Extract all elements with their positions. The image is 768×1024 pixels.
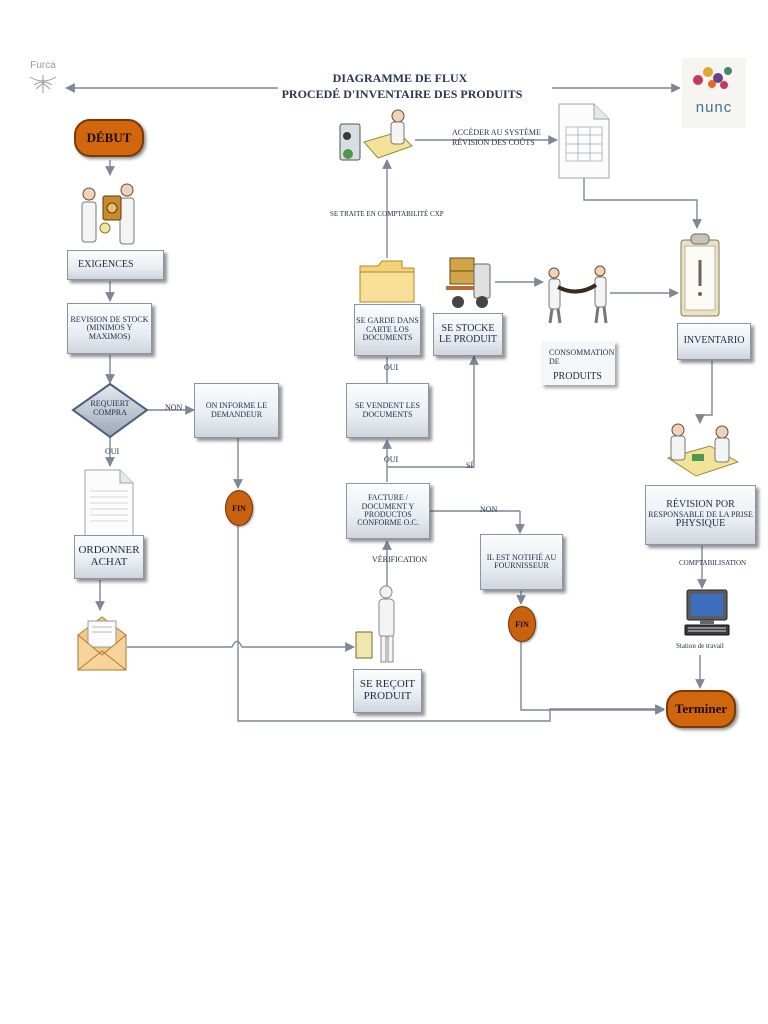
node-exigences: EXIGENCES <box>67 250 164 280</box>
edge-label-verification: VÉRIFICATION <box>372 555 428 564</box>
revision-por-line2: RESPONSABLE DE LA PRISE <box>648 509 753 519</box>
review-meeting-icon <box>666 423 740 477</box>
decision-diamond-shape <box>71 382 149 439</box>
garde-line3: DOCUMENTS <box>362 333 413 343</box>
logo-right-text: nunc <box>695 99 733 116</box>
informe-line2: DEMANDEUR <box>210 409 263 419</box>
node-facture: FACTURE / DOCUMENT Y PRODUCTOS CONFORME … <box>346 483 430 539</box>
node-se-vendent: SE VENDENT LES DOCUMENTS <box>346 383 429 438</box>
node-revision-stock: REVISION DE STOCK (MINIMOS Y MAXIMOS) <box>67 303 152 354</box>
facture-line2: DOCUMENT Y <box>361 501 415 511</box>
logo-left: Furca <box>26 60 60 102</box>
stocke-line2: LE PRODUIT <box>438 333 498 345</box>
facture-line3: PRODUCTOS <box>364 510 412 519</box>
edge-label-non-2: NON <box>480 505 498 514</box>
ordonner-line1: ORDONNER <box>78 544 140 557</box>
vendent-line2: DOCUMENTS <box>362 409 413 419</box>
edge-label-non-1: NON <box>165 403 183 412</box>
edge-label-si: SÍ <box>466 461 474 470</box>
node-se-recoit: SE REÇOIT PRODUIT <box>353 669 422 713</box>
folder-icon <box>359 260 415 303</box>
exigences-label: EXIGENCES <box>78 258 134 270</box>
workers-carrying-icon <box>548 265 608 324</box>
clipboard-icon <box>680 233 720 317</box>
edge-sheet-clipboard <box>583 178 702 229</box>
admin-desk-icon <box>339 109 413 161</box>
computer-workstation-icon <box>684 589 730 636</box>
end-fin-2: FIN <box>508 606 536 642</box>
revision-por-line3: PHYSIQUE <box>675 518 726 530</box>
garde-line1: SE GARDE DANS <box>356 316 419 326</box>
vendent-line1: SE VENDENT LES <box>354 401 421 411</box>
edge-envelope-recoit <box>127 640 355 652</box>
inventario-label: INVENTARIO <box>683 335 745 347</box>
revision-por-line1: RÉVISION POR <box>666 499 735 511</box>
edge-fin-terminer <box>237 524 665 722</box>
node-se-stocke: SE STOCKE LE PRODUIT <box>433 313 503 356</box>
forklift-icon <box>446 257 491 308</box>
recoit-line1: SE REÇOIT <box>359 678 416 691</box>
stocke-line1: SE STOCKE <box>441 323 495 334</box>
start-terminal: DÉBUT <box>74 119 144 157</box>
notifie-line1: IL EST NOTIFIÉ AU <box>486 552 557 562</box>
logo-right: nunc <box>682 58 746 128</box>
consommation-line2: PRODUITS <box>553 371 602 382</box>
root-logo-icon <box>29 75 57 93</box>
logo-left-text: Furca <box>30 60 56 71</box>
edge-inventario-review <box>695 361 713 424</box>
node-notifie-fournisseur: IL EST NOTIFIÉ AU FOURNISSEUR <box>480 534 563 590</box>
node-consommation: CONSOMMATION DE PRODUITS <box>541 341 615 385</box>
revision-stock-line2: (MINIMOS Y MAXIMOS) <box>86 323 133 341</box>
consommation-line1: CONSOMMATION DE <box>549 348 615 366</box>
diagram-title-line1: DIAGRAMME DE FLUX <box>332 71 468 85</box>
node-inventario: INVENTARIO <box>677 323 751 360</box>
edge-label-oui-1: OUI <box>105 447 120 456</box>
recoit-line2: PRODUIT <box>363 690 412 702</box>
edge-facture-stocke <box>387 355 479 468</box>
ordonner-line2: ACHAT <box>90 556 128 568</box>
node-revision-por: RÉVISION POR RESPONSABLE DE LA PRISE PHY… <box>645 485 756 545</box>
computer-station-label: Station de travail <box>676 642 724 650</box>
node-informe-demandeur: ON INFORME LE DEMANDEUR <box>194 383 279 438</box>
facture-line1: FACTURE / <box>367 493 409 503</box>
diagram-title-line2: PROCEDÉ D'INVENTAIRE DES PRODUITS <box>281 87 523 101</box>
document-icon <box>84 469 134 539</box>
edge-label-oui-3: OUI <box>384 455 399 464</box>
envelope-icon <box>77 616 127 671</box>
receiving-person-icon <box>355 585 395 663</box>
facture-line4: CONFORME O.C. <box>357 518 419 528</box>
node-ordonner-achat: ORDONNER ACHAT <box>74 535 144 579</box>
edge-fin2-terminer <box>520 642 665 715</box>
revision-stock-line1: REVISION DE STOCK <box>70 314 149 324</box>
edge-label-acceder-l1: ACCÉDER AU SYSTÈME <box>452 128 541 137</box>
edge-label-acceder-l2: RÉVISION DES COÛTS <box>452 138 535 147</box>
informe-line1: ON INFORME LE <box>205 401 268 411</box>
flower-logo-icon <box>693 67 732 89</box>
spreadsheet-icon <box>558 103 610 179</box>
node-se-garde: SE GARDE DANS CARTE LOS DOCUMENTS <box>354 304 421 356</box>
notifie-line2: FOURNISSEUR <box>494 561 549 570</box>
decision-requiert-line2: COMPRA <box>93 408 127 417</box>
people-handshake-icon <box>81 183 135 245</box>
edge-label-oui-2: OUI <box>384 363 399 372</box>
decision-requiert-line1: REQUIERT <box>90 399 130 408</box>
garde-line2: CARTE LOS <box>366 324 409 334</box>
end-terminal: Terminer <box>666 690 736 728</box>
edge-label-comptabilisation: COMPTABILISATION <box>679 559 747 567</box>
edge-label-se-traite: SE TRAITE EN COMPTABILITÉ CXP <box>330 210 444 218</box>
end-fin-1: FIN <box>225 490 253 526</box>
